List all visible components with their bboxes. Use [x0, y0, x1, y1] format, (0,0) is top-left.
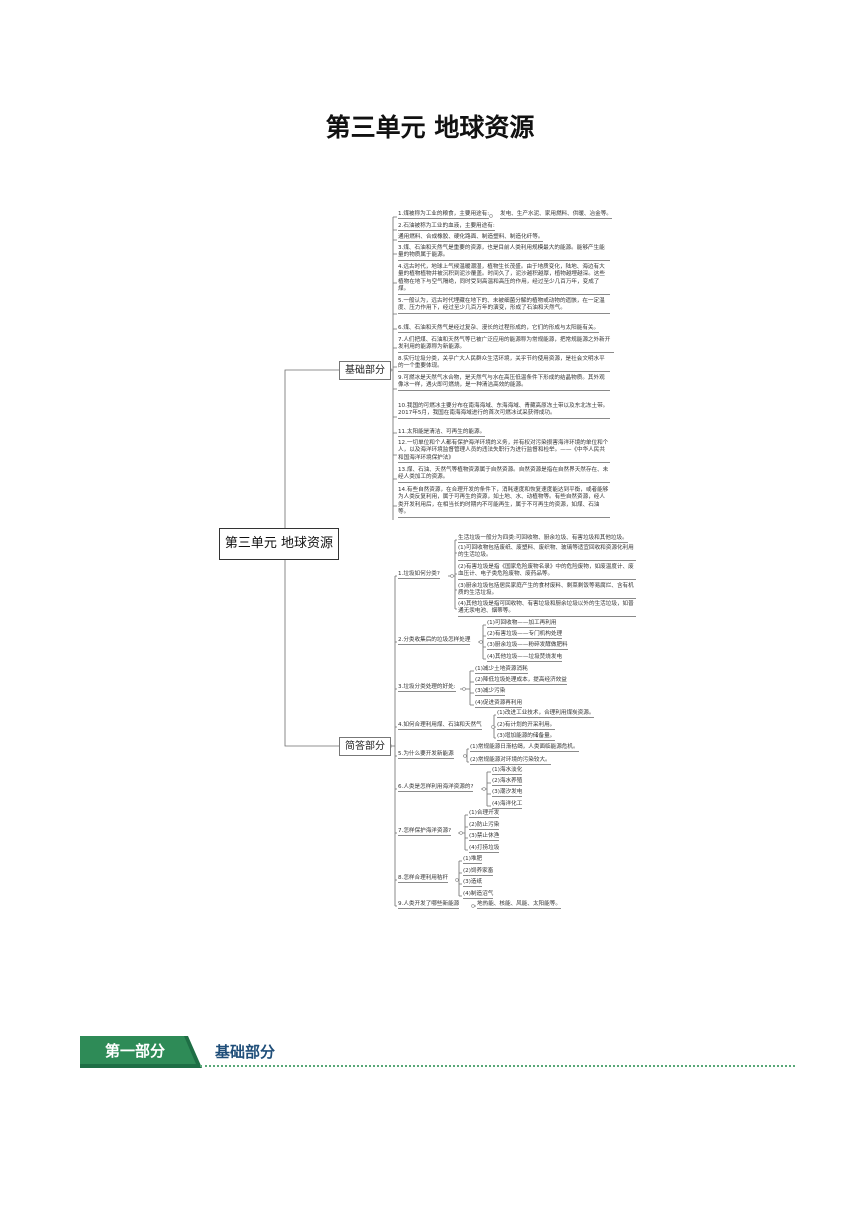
brief-q9: 9.人类开发了哪些新能源 [398, 901, 460, 910]
basic-item-4: 4.远古时代，地球上气候温暖潮湿，植物生长茂盛。由于地质变化，陆地、海边有大量的… [398, 264, 610, 295]
brief-q2-item: (3)厨余垃圾——粉碎发酵做肥料 [487, 642, 568, 651]
brief-q6-item: (4)海洋化工 [492, 801, 523, 810]
basic-item-11: 11.太阳能是清洁、可再生的能源。 [398, 429, 486, 438]
brief-q7: 7.怎样保护海洋资源? [398, 828, 452, 837]
brief-q6-item: (3)潮汐发电 [492, 789, 523, 798]
brief-q3-item: (3)减少污染 [475, 688, 506, 697]
brief-q3: 3.垃圾分类处理的好处: [398, 684, 456, 693]
brief-q1-item: 生活垃圾一般分为四类:可回收物、厨余垃圾、有害垃圾和其他垃圾。 [458, 535, 628, 544]
brief-q8-item: (2)饲养家畜 [463, 868, 494, 877]
brief-q3-item: (2)降低垃圾处理成本，提高经济效益 [475, 677, 567, 686]
basic-item-2-answer: 通用燃料、合成橡胶、硬化路面、制造塑料、制造化纤等。 [398, 234, 544, 243]
brief-q2: 2.分类收集后的垃圾怎样处理 [398, 637, 471, 646]
basic-item-13: 13.煤、石油、天然气等植物资源属于自然资源。自然资源是指在自然界天然存在、未经… [398, 467, 610, 483]
brief-q2-item: (4)其他垃圾——垃圾焚烧发电 [487, 654, 563, 663]
brief-q6: 6.人类是怎样利用海洋资源的? [398, 784, 474, 793]
basic-item-12: 12.一切单位和个人都有保护海洋环境的义务，并有权对污染损害海洋环境的单位和个人… [398, 440, 610, 464]
basic-item-2: 2.石油被称为工业的血液，主要用途有: [398, 223, 495, 232]
section-heading: 基础部分 [215, 1043, 276, 1061]
basic-item-1-answer: 发电、生产水泥、家用燃料、供暖、冶金等。 [500, 211, 612, 220]
basic-item-9: 9.可燃冰是天然气水合物，是天然气与水在高压低温条件下形成的结晶物质。其外观像冰… [398, 375, 610, 391]
brief-q4-item: (2)有计划的开采利用。 [497, 722, 556, 731]
brief-q5: 5.为什么要开发新能源 [398, 751, 454, 760]
brief-q6-item: (2)海水养殖 [492, 778, 523, 787]
brief-q3-item: (4)促进资源再利用 [475, 700, 523, 709]
basic-item-7: 7.人们把煤、石油和天然气等已被广泛应用的能源称为常规能源，把常规能源之外新开发… [398, 337, 614, 353]
brief-q5-item: (2)常规能源对环境的污染较大。 [470, 757, 551, 766]
brief-q7-item: (3)禁止休渔 [469, 833, 500, 842]
section-banner [80, 1036, 202, 1068]
basic-item-6: 6.煤、石油和天然气是经过复杂、漫长的过程形成的，它们的形成与太阳能有关。 [398, 325, 600, 334]
brief-q7-item: (1)合理开发 [469, 810, 500, 819]
section-badge: 第一部分 [104, 1042, 165, 1060]
brief-q3-item: (1)减少土地资源消耗 [475, 666, 528, 675]
basic-item-5: 5.一般认为，远古时代埋藏在地下的、未被细菌分解的植物或动物的遗骸，在一定温度、… [398, 298, 610, 314]
basic-item-14: 14.有些自然资源，在合理开发的条件下，消耗速度和恢复速度能达到平衡，或者能够为… [398, 487, 610, 518]
section-divider [200, 1065, 795, 1067]
brief-q4: 4.如何合理利用煤、石油和天然气 [398, 722, 482, 731]
brief-q2-item: (2)有害垃圾——专门机构处理 [487, 631, 563, 640]
basic-item-10: 10.我国的可燃冰主要分布在南海海域、东海海域、青藏高原冻土带以及东北冻土带。2… [398, 403, 610, 419]
brief-q1-item: (3)厨余垃圾包括居民家庭产生的食材废料、剩菜剩饭等易腐烂、含有机质的生活垃圾。 [458, 583, 636, 599]
brief-q1: 1.垃圾如何分类? [398, 571, 440, 580]
basic-item-3: 3.煤、石油和天然气是重要的资源，也是目前人类利用规模最大的能源。能够产生能量的… [398, 245, 610, 261]
brief-q5-item: (1)常规能源日渐枯竭，人类面临能源危机。 [470, 744, 579, 753]
brief-q8-item: (1)堆肥 [463, 856, 483, 865]
brief-q4-item: (3)增加能源的储备量。 [497, 733, 556, 742]
brief-q8-item: (4)制造沼气 [463, 891, 494, 900]
brief-q9-answer: 地热能、核能、风能、太阳能等。 [477, 901, 561, 910]
brief-q1-item: (4)其他垃圾是指可回收物、有害垃圾和厨余垃圾以外的生活垃圾，如普通无汞电池、烟… [458, 601, 636, 617]
brief-q4-item: (1)改进工业技术，合理利用煤炭资源。 [497, 710, 595, 719]
brief-q8-item: (3)造纸 [463, 879, 483, 888]
basic-item-1: 1.煤被称为工业的粮食，主要用途有: [398, 211, 490, 220]
brief-q7-item: (4)打捞垃圾 [469, 845, 500, 854]
brief-q1-item: (2)有害垃圾是指《国家危险废物名录》中的危险废物，如废温度计、废血压计、电子类… [458, 564, 636, 580]
brief-q7-item: (2)防止污染 [469, 822, 500, 831]
brief-q8: 8.怎样合理利用秸秆 [398, 875, 449, 884]
brief-q2-item: (1)可回收物——加工再利用 [487, 620, 557, 629]
page-title: 第三单元 地球资源 [325, 113, 535, 142]
branch-basic: 基础部分 [339, 361, 391, 380]
brief-q1-item: (1)可回收物包括废纸、废塑料、废织物、玻璃等适宜回收和资源化利用的生活垃圾。 [458, 545, 636, 561]
mindmap-root: 第三单元 地球资源 [219, 528, 339, 560]
branch-brief: 简答部分 [339, 737, 391, 756]
brief-q6-item: (1)海水淡化 [492, 767, 523, 776]
basic-item-8: 8.实行垃圾分类，关乎广大人民群众生活环境，关乎节约使用资源，是社会文明水平的一… [398, 356, 610, 372]
